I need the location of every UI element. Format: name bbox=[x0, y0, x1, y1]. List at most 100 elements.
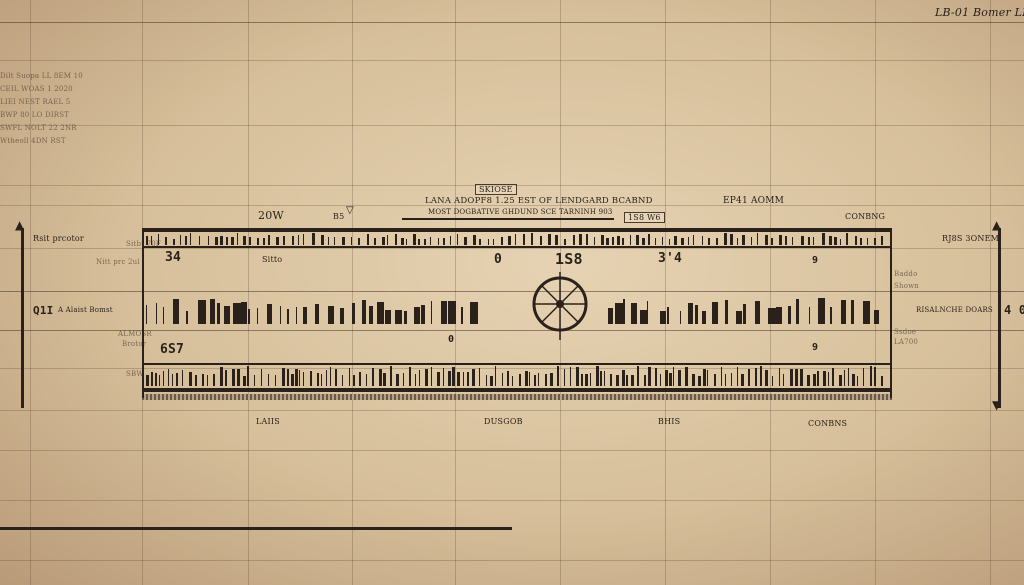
tick-mark bbox=[237, 233, 238, 245]
tick-mark bbox=[452, 366, 455, 386]
right-note: Ssdoe bbox=[894, 328, 917, 336]
tick-mark bbox=[615, 302, 623, 324]
tick-mark bbox=[839, 375, 842, 386]
tick-mark bbox=[874, 237, 876, 245]
band-label: 0 bbox=[448, 334, 455, 345]
diagram-title: LANA ADOPF8 1.25 EST OF LENDGARD BCABND bbox=[425, 196, 653, 206]
tick-mark bbox=[623, 298, 625, 324]
tick-mark bbox=[247, 366, 249, 386]
tick-mark bbox=[268, 373, 269, 386]
tick-mark bbox=[261, 369, 262, 386]
tick-mark bbox=[472, 368, 475, 386]
tick-mark bbox=[479, 367, 480, 386]
tick-mark bbox=[342, 374, 343, 386]
tick-mark bbox=[529, 372, 530, 386]
left-note: SBW bbox=[126, 370, 144, 378]
tick-mark bbox=[158, 233, 159, 245]
tick-mark bbox=[523, 233, 525, 245]
tick-mark bbox=[698, 375, 701, 386]
tick-mark bbox=[437, 371, 440, 386]
left-label-mid: A Alaist Bomst bbox=[58, 306, 113, 314]
tick-mark bbox=[287, 309, 289, 324]
right-dimension-arrow bbox=[998, 228, 1001, 408]
tick-mark bbox=[231, 236, 234, 245]
tick-mark bbox=[655, 368, 657, 386]
tick-mark bbox=[207, 374, 208, 386]
tick-mark bbox=[881, 375, 883, 386]
tick-mark bbox=[790, 369, 793, 386]
tick-mark bbox=[479, 238, 481, 245]
tick-mark bbox=[813, 373, 816, 386]
tick-mark bbox=[367, 233, 369, 245]
bottom-label: LAIIS bbox=[256, 417, 280, 426]
tick-mark bbox=[226, 237, 228, 245]
tick-mark bbox=[608, 307, 613, 324]
tick-mark bbox=[660, 310, 666, 324]
tick-mark bbox=[737, 367, 738, 386]
bottom-label: CONBNS bbox=[808, 419, 848, 428]
baseline-rule bbox=[0, 527, 512, 530]
tick-mark bbox=[570, 367, 571, 386]
tick-mark bbox=[508, 235, 511, 245]
tick-mark bbox=[604, 371, 605, 386]
right-note: LA700 bbox=[894, 338, 919, 346]
tick-mark bbox=[340, 307, 344, 324]
tick-mark bbox=[785, 235, 787, 245]
tick-mark bbox=[163, 371, 164, 386]
tick-mark bbox=[724, 233, 727, 245]
tick-mark bbox=[881, 236, 883, 245]
tick-mark bbox=[431, 300, 432, 324]
tick-mark bbox=[647, 301, 648, 324]
tick-mark bbox=[501, 236, 503, 245]
tick-mark bbox=[586, 233, 588, 245]
tick-mark bbox=[712, 301, 718, 324]
tick-mark bbox=[743, 304, 746, 324]
tick-mark bbox=[467, 371, 469, 386]
tick-mark bbox=[490, 375, 493, 386]
tick-mark bbox=[198, 299, 206, 324]
tick-mark bbox=[860, 238, 862, 245]
tick-mark bbox=[648, 367, 651, 386]
tick-mark bbox=[555, 235, 558, 245]
tick-mark bbox=[315, 304, 319, 324]
tick-mark bbox=[692, 373, 695, 386]
tick-mark bbox=[771, 238, 773, 245]
tick-mark bbox=[834, 236, 837, 245]
tick-mark bbox=[721, 366, 722, 386]
tick-mark bbox=[202, 373, 204, 386]
tick-mark bbox=[172, 374, 173, 386]
tick-mark bbox=[680, 310, 681, 324]
tick-mark bbox=[841, 300, 846, 324]
tick-mark bbox=[349, 367, 350, 386]
tick-mark bbox=[464, 236, 467, 245]
tick-mark bbox=[755, 367, 757, 386]
gear-icon bbox=[532, 272, 588, 340]
tick-mark bbox=[248, 309, 250, 324]
tick-mark bbox=[448, 300, 456, 324]
tick-mark bbox=[321, 374, 322, 386]
tick-mark bbox=[714, 374, 716, 386]
tick-mark bbox=[730, 234, 733, 245]
tick-mark bbox=[241, 301, 247, 324]
tick-mark bbox=[387, 234, 388, 245]
tick-mark bbox=[243, 375, 246, 386]
tick-mark bbox=[334, 236, 335, 245]
tick-mark bbox=[220, 367, 223, 386]
tick-mark bbox=[275, 374, 276, 386]
tick-mark bbox=[488, 238, 489, 245]
tick-mark bbox=[848, 367, 849, 386]
tick-mark bbox=[874, 367, 876, 386]
tick-mark bbox=[594, 236, 595, 245]
tick-mark bbox=[818, 298, 825, 324]
tick-mark bbox=[441, 301, 447, 324]
tick-mark bbox=[617, 235, 620, 245]
tick-mark bbox=[708, 237, 710, 245]
top-label: 1S8 W6 bbox=[624, 212, 665, 223]
tick-mark bbox=[828, 371, 829, 386]
tick-mark bbox=[851, 300, 854, 324]
tick-mark bbox=[576, 366, 579, 386]
tick-mark bbox=[741, 373, 744, 386]
tick-mark bbox=[379, 369, 382, 386]
tick-mark bbox=[610, 374, 612, 386]
corner-title: LB-01 Bomer LIC bbox=[935, 6, 1024, 19]
